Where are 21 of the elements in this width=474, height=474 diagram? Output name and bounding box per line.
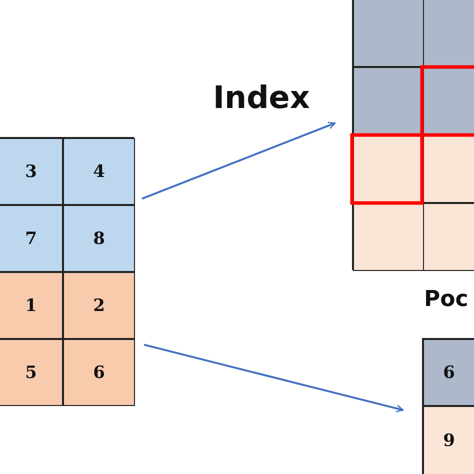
grid-cell: 5	[0, 339, 63, 406]
grid-block	[0, 271, 134, 405]
heading: Index	[213, 80, 310, 116]
arrow	[142, 122, 336, 200]
grid-cell	[423, 135, 474, 203]
grid-cell: 6	[63, 339, 135, 406]
heading: Poc	[424, 287, 468, 312]
grid-cell: 2	[63, 272, 135, 339]
grid-block	[0, 137, 134, 271]
grid-cell	[423, 203, 474, 271]
grid-block	[352, 0, 474, 270]
grid-cell: 6	[423, 339, 474, 406]
arrow	[144, 344, 404, 412]
grid-cell: 3	[0, 138, 63, 205]
grid-cell: 9	[423, 406, 474, 474]
grid-cell: 7	[0, 205, 63, 272]
grid-cell	[353, 203, 424, 271]
grid-cell: 8	[63, 205, 135, 272]
grid-block	[422, 338, 474, 474]
grid-cell: 1	[0, 272, 63, 339]
grid-cell: 4	[63, 138, 135, 205]
